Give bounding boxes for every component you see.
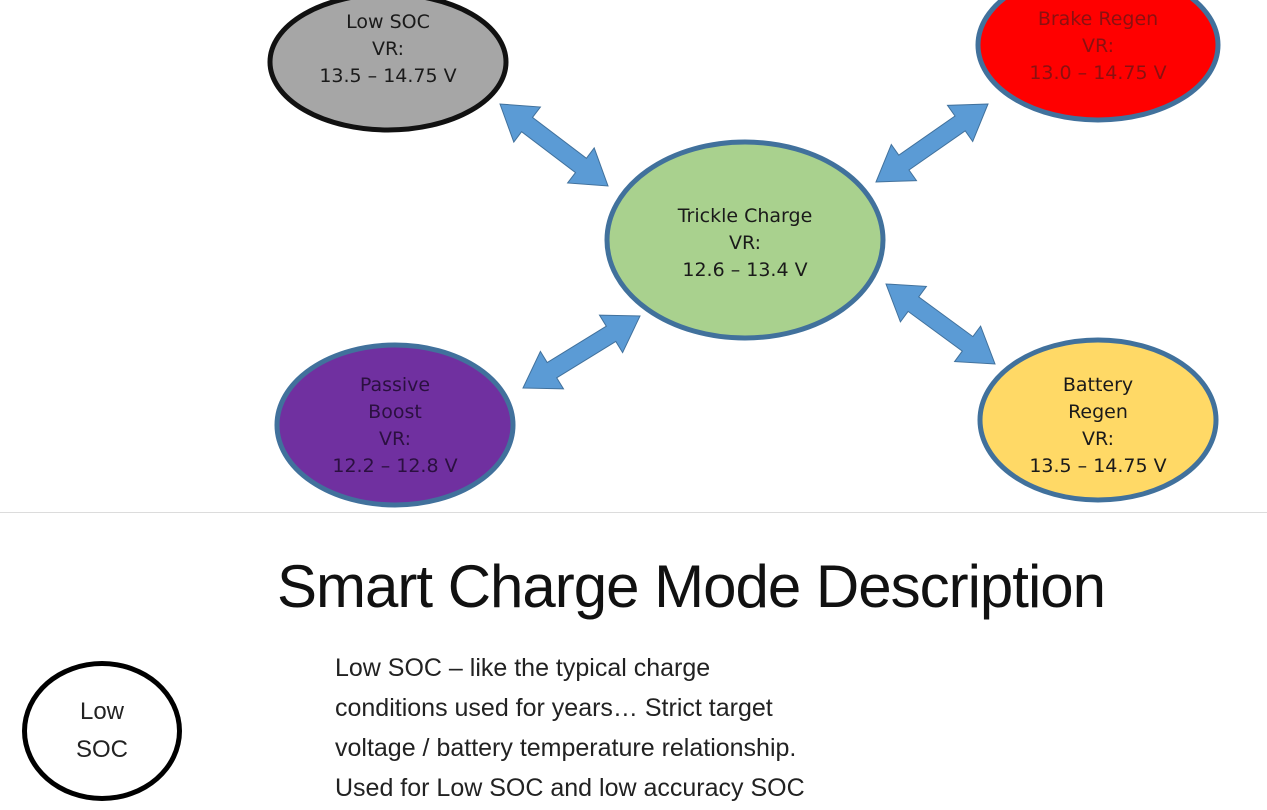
description-line-4: Used for Low SOC and low accuracy SOC: [335, 774, 805, 802]
section-divider: [0, 512, 1267, 513]
description-line-1: Low SOC – like the typical charge: [335, 654, 711, 682]
trickle-charge-label-line-3: 12.6 – 13.4 V: [682, 259, 807, 281]
brake-regen-ellipse: [975, 0, 1221, 123]
section-title: Smart Charge Mode Description: [277, 553, 1106, 620]
arrow-brake-regen-trickle: [875, 103, 989, 183]
passive-boost-label-line-4: 12.2 – 12.8 V: [332, 455, 457, 477]
battery-regen-label-line-3: VR:: [1082, 428, 1114, 450]
battery-regen-ellipse: [977, 337, 1219, 503]
passive-boost-label-line-1: Passive: [360, 374, 430, 396]
low-soc-label-line-2: VR:: [372, 38, 404, 60]
description-line-2: conditions used for years… Strict target: [335, 694, 773, 722]
mode-description: Low SOC – like the typical charge condit…: [335, 648, 855, 808]
arrow-low-soc-trickle: [499, 103, 609, 187]
passive-boost-label-line-2: Boost: [368, 401, 422, 423]
low-soc-label-line-3: 13.5 – 14.75 V: [319, 65, 456, 87]
battery-regen-label-line-1: Battery: [1063, 374, 1133, 396]
low-soc-ellipse: [267, 0, 509, 133]
low-soc-label-line-1: Low SOC: [346, 11, 430, 33]
trickle-charge-label-line-2: VR:: [729, 232, 761, 254]
brake-regen-label-line-2: VR:: [1082, 35, 1114, 57]
legend-line-1: Low: [79, 698, 125, 725]
brake-regen-label-line-1: Brake Regen: [1038, 8, 1158, 30]
trickle-charge-label-line-1: Trickle Charge: [677, 205, 813, 227]
arrow-passive-boost-trickle: [522, 314, 641, 390]
battery-regen-label-line-2: Regen: [1068, 401, 1128, 423]
legend-line-2: SOC: [75, 736, 128, 763]
passive-boost-ellipse: [274, 342, 516, 508]
description-line-3: voltage / battery temperature relationsh…: [335, 734, 797, 762]
brake-regen-label-line-3: 13.0 – 14.75 V: [1029, 62, 1166, 84]
trickle-charge-ellipse: [604, 139, 886, 341]
low-soc-node: Low SOC VR: 13.5 – 14.75 V: [267, 0, 509, 133]
arrow-battery-regen-trickle: [885, 283, 996, 365]
battery-regen-label-line-4: 13.5 – 14.75 V: [1029, 455, 1166, 477]
low-soc-legend-bubble: Low SOC: [22, 661, 182, 801]
passive-boost-label-line-3: VR:: [379, 428, 411, 450]
